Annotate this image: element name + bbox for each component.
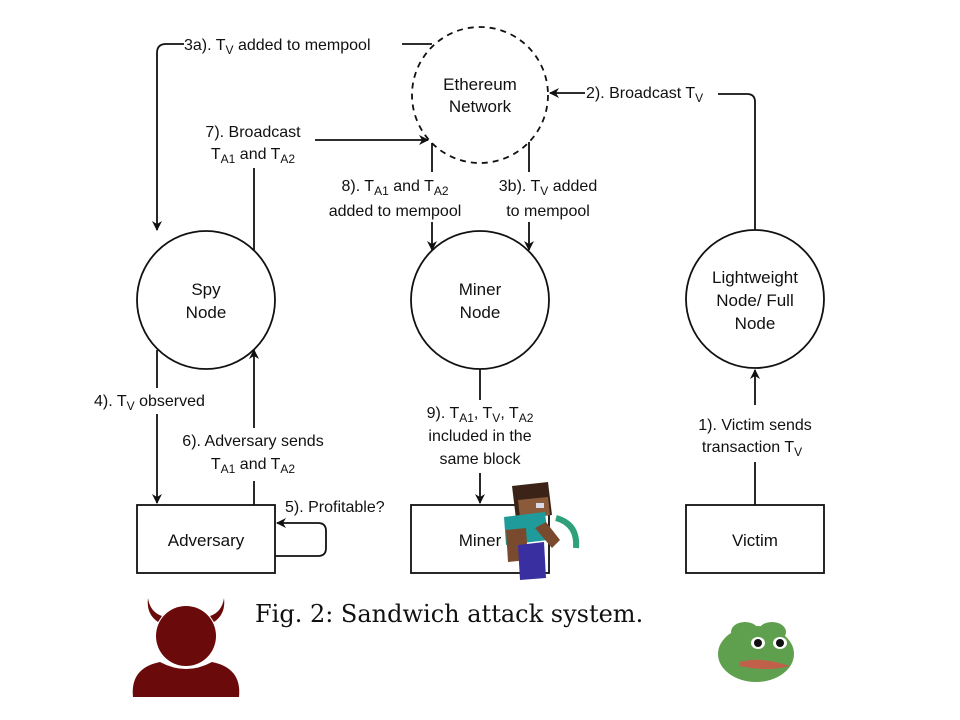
ethereum-network-node: Ethereum Network bbox=[411, 26, 549, 164]
victim-box: Victim bbox=[685, 504, 825, 574]
edge-step7: 7). Broadcast TA1 and TA2 bbox=[205, 124, 429, 250]
spy-line2: Node bbox=[186, 303, 227, 322]
figure-caption: Fig. 2: Sandwich attack system. bbox=[255, 600, 643, 628]
step6-line1: 6). Adversary sends bbox=[182, 433, 323, 450]
step7-line2: TA1 and TA2 bbox=[211, 146, 296, 166]
step3b-line1: 3b). TV added bbox=[499, 178, 597, 198]
step9-line3: same block bbox=[440, 451, 522, 468]
miner-node-line2: Node bbox=[460, 303, 501, 322]
sad-frog-icon bbox=[718, 622, 794, 682]
lightweight-line3: Node bbox=[735, 314, 776, 333]
step1-line2: transaction TV bbox=[702, 439, 802, 459]
step4-label: 4). TV observed bbox=[94, 393, 205, 413]
step9-line2: included in the bbox=[428, 428, 531, 445]
lightweight-line2: Node/ Full bbox=[716, 291, 793, 310]
ethereum-line1: Ethereum bbox=[443, 75, 517, 94]
spy-node: Spy Node bbox=[136, 230, 276, 370]
edge-step1: 1). Victim sends transaction TV bbox=[698, 369, 812, 505]
step5-label: 5). Profitable? bbox=[285, 499, 385, 516]
lightweight-line1: Lightweight bbox=[712, 268, 798, 287]
devil-user-icon bbox=[132, 598, 240, 697]
victim-label: Victim bbox=[732, 531, 778, 550]
edge-step2: 2). Broadcast TV bbox=[549, 85, 756, 230]
step2-label: 2). Broadcast TV bbox=[586, 85, 703, 105]
ethereum-line2: Network bbox=[449, 97, 512, 116]
step6-line2: TA1 and TA2 bbox=[211, 456, 296, 476]
step9-line1: 9). TA1, TV, TA2 bbox=[427, 405, 534, 425]
edge-step3b: 3b). TV added to mempool bbox=[499, 142, 597, 251]
miner-node-line1: Miner bbox=[459, 280, 502, 299]
lightweight-node: Lightweight Node/ Full Node bbox=[685, 229, 825, 369]
edge-step5: 5). Profitable? bbox=[275, 499, 385, 557]
adversary-label: Adversary bbox=[168, 531, 245, 550]
edge-step3a: 3a). TV added to mempool bbox=[152, 37, 432, 231]
adversary-box: Adversary bbox=[136, 504, 276, 574]
blocky-miner-icon bbox=[504, 482, 580, 580]
step7-line1: 7). Broadcast bbox=[205, 124, 301, 141]
step1-line1: 1). Victim sends bbox=[698, 417, 812, 434]
edge-step9: 9). TA1, TV, TA2 included in the same bl… bbox=[427, 369, 534, 504]
spy-line1: Spy bbox=[191, 280, 221, 299]
step3a-label: 3a). TV added to mempool bbox=[184, 37, 371, 57]
edge-step6: 6). Adversary sends TA1 and TA2 bbox=[182, 349, 324, 505]
step8-line1: 8). TA1 and TA2 bbox=[341, 178, 448, 198]
miner-label: Miner bbox=[459, 531, 502, 550]
edge-step4: 4). TV observed bbox=[94, 350, 205, 504]
miner-node: Miner Node bbox=[410, 230, 550, 370]
step3b-line2: to mempool bbox=[506, 203, 590, 220]
edge-step8: 8). TA1 and TA2 added to mempool bbox=[329, 143, 462, 251]
step8-line2: added to mempool bbox=[329, 203, 462, 220]
